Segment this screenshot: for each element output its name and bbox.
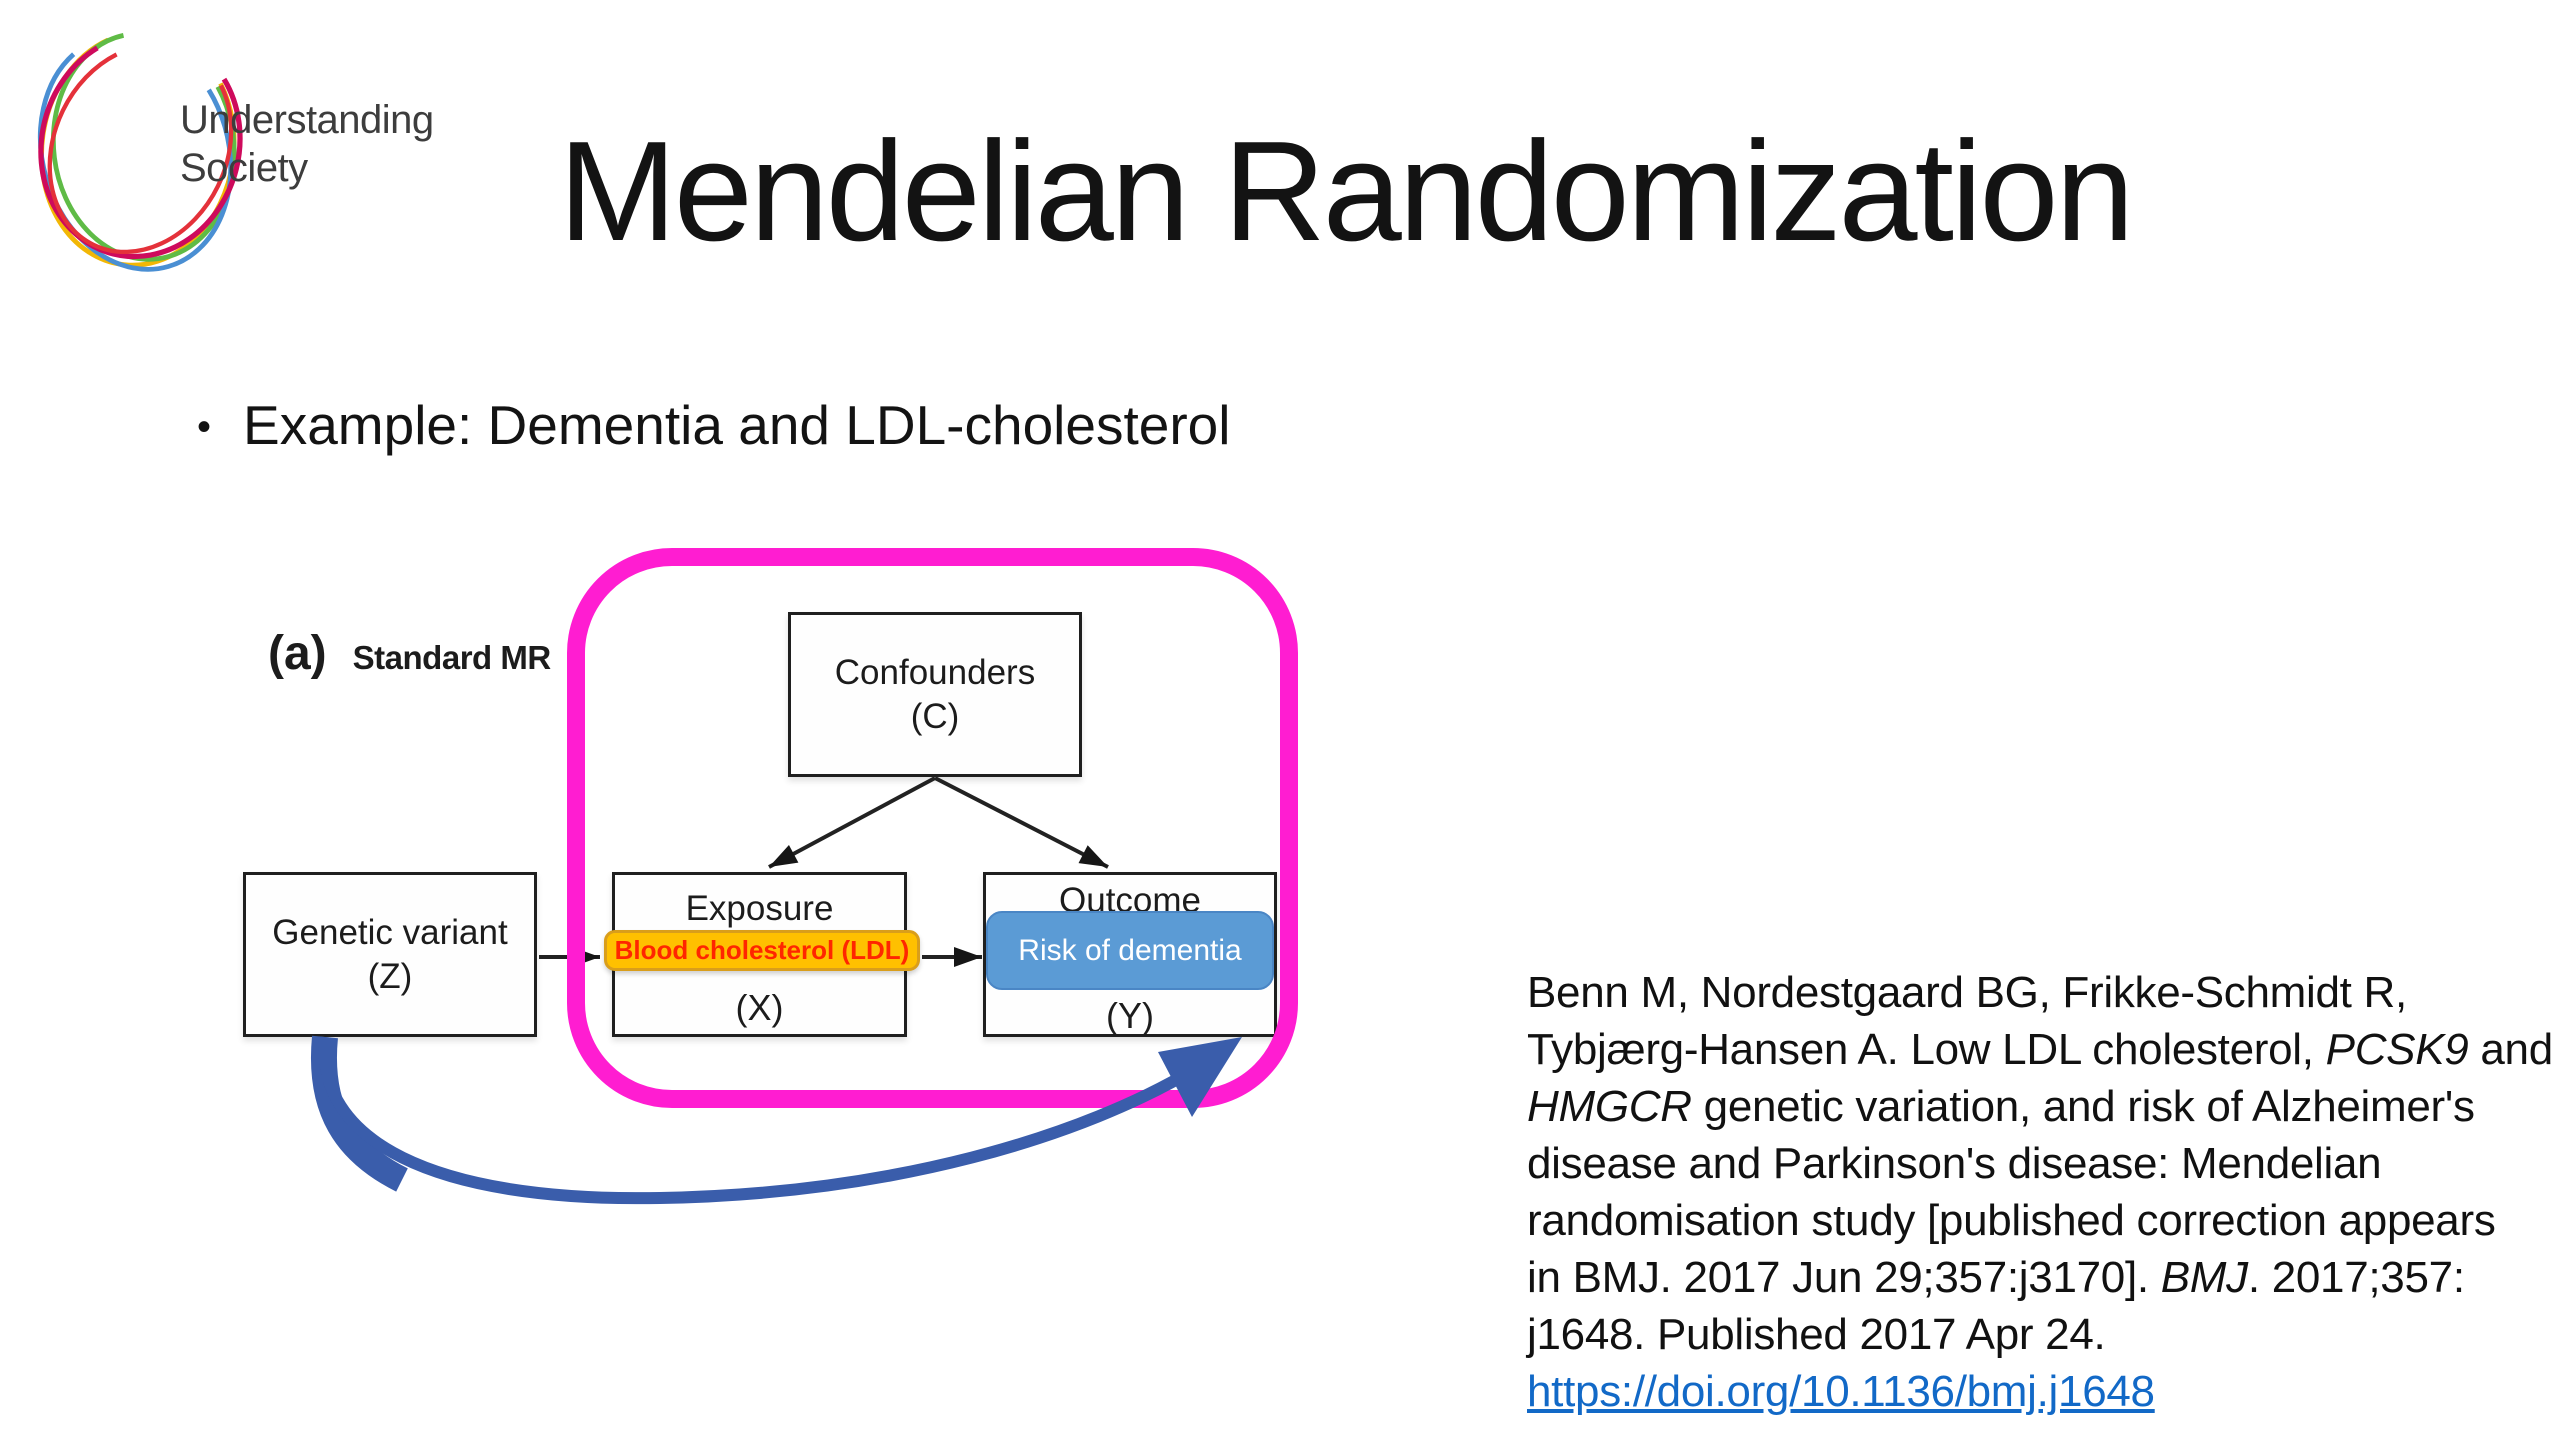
understanding-society-logo-icon (37, 29, 243, 272)
logo-wordmark: Understanding Society (180, 96, 434, 192)
citation-run: j1648. Published 2017 Apr 24. (1527, 1310, 2106, 1359)
citation-run-italic: HMGCR (1527, 1082, 1692, 1131)
bullet-item: • Example: Dementia and LDL-cholesterol (197, 392, 1230, 458)
citation-run: in BMJ. 2017 Jun 29;357:j3170]. (1527, 1253, 2161, 1302)
logo-line1: Understanding (180, 98, 434, 142)
citation-block: Benn M, Nordestgaard BG, Frikke-Schmidt … (1527, 964, 2553, 1420)
citation-run: genetic variation, and risk of Alzheimer… (1691, 1082, 2475, 1131)
citation-line: Tybjærg-Hansen A. Low LDL cholesterol, P… (1527, 1021, 2553, 1078)
citation-line: in BMJ. 2017 Jun 29;357:j3170]. BMJ. 201… (1527, 1249, 2553, 1306)
exposure-tag: Blood cholesterol (LDL) (604, 930, 920, 971)
genetic-variant-box: Genetic variant (Z) (243, 872, 537, 1037)
exposure-label: Exposure (685, 889, 834, 928)
citation-run: randomisation study [published correctio… (1527, 1196, 2496, 1245)
confounders-letter: (C) (910, 696, 960, 736)
panel-title: Standard MR (352, 639, 552, 676)
doi-link[interactable]: https://doi.org/10.1136/bmj.j1648 (1527, 1367, 2155, 1416)
citation-run-italic: PCSK9 (2325, 1025, 2469, 1074)
citation-run: and (2468, 1025, 2553, 1074)
citation-run: Tybjærg-Hansen A. Low LDL cholesterol, (1527, 1025, 2326, 1074)
outcome-letter: (Y) (1106, 995, 1154, 1036)
citation-run: Benn M, Nordestgaard BG, Frikke-Schmidt … (1527, 968, 2407, 1017)
citation-line: Benn M, Nordestgaard BG, Frikke-Schmidt … (1527, 964, 2553, 1021)
citation-line: j1648. Published 2017 Apr 24. (1527, 1306, 2553, 1363)
citation-run-italic: BMJ (2160, 1253, 2248, 1302)
panel-label: (a) Standard MR (268, 626, 551, 681)
bullet-text: Example: Dementia and LDL-cholesterol (243, 394, 1231, 456)
citation-link-line: https://doi.org/10.1136/bmj.j1648 (1527, 1363, 2553, 1420)
bullet-marker: • (197, 405, 212, 449)
citation-line: HMGCR genetic variation, and risk of Alz… (1527, 1078, 2553, 1135)
citation-line: disease and Parkinson's disease: Mendeli… (1527, 1135, 2553, 1192)
confounders-box: Confounders (C) (788, 612, 1082, 777)
genetic-variant-label: Genetic variant (272, 912, 508, 952)
mr-diagram: (a) Standard MR Confounders (C) Genetic … (230, 540, 1330, 1260)
outcome-tag: Risk of dementia (986, 911, 1274, 990)
exposure-letter: (X) (735, 987, 784, 1028)
highlight-outline (567, 548, 1298, 1108)
panel-letter: (a) (268, 627, 327, 680)
logo-line2: Society (180, 146, 308, 190)
citation-line: randomisation study [published correctio… (1527, 1192, 2553, 1249)
citation-run: . 2017;357: (2247, 1253, 2465, 1302)
confounders-label: Confounders (834, 652, 1036, 692)
genetic-variant-letter: (Z) (367, 956, 413, 996)
page-title: Mendelian Randomization (558, 112, 2135, 271)
citation-run: disease and Parkinson's disease: Mendeli… (1527, 1139, 2382, 1188)
